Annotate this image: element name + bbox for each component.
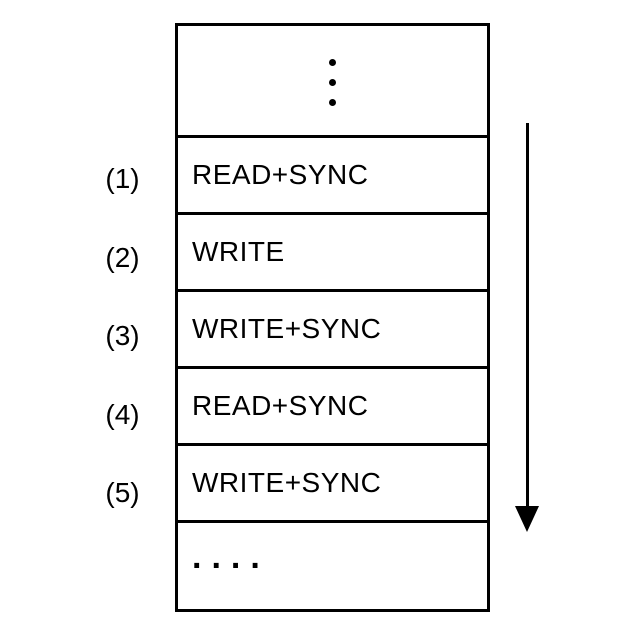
arrow-head (515, 506, 539, 532)
row-index-4: (4) (105, 399, 140, 430)
operation-label: WRITE+SYNC (192, 313, 382, 344)
row-index-5: (5) (105, 477, 140, 508)
stack-cell-continuation-bottom: .... (192, 538, 270, 576)
row-index-1: (1) (105, 163, 140, 194)
operation-row-4: READ+SYNC (178, 369, 487, 446)
operation-label: WRITE+SYNC (192, 467, 382, 498)
operation-label: WRITE (192, 236, 285, 267)
stack-cell-continuation-top (178, 26, 487, 138)
operation-stack: READ+SYNC WRITE WRITE+SYNC READ+SYNC WRI… (175, 23, 490, 612)
operation-label: READ+SYNC (192, 390, 369, 421)
arrow-shaft (526, 123, 529, 508)
operation-label: READ+SYNC (192, 159, 369, 190)
row-index-3: (3) (105, 320, 140, 351)
operation-row-5: WRITE+SYNC (178, 446, 487, 523)
ellipsis-dot (329, 99, 336, 106)
ellipsis-dot (329, 79, 336, 86)
operation-row-1: READ+SYNC (178, 138, 487, 215)
operation-row-3: WRITE+SYNC (178, 292, 487, 369)
down-arrow-icon (505, 123, 549, 533)
ellipsis-dot (329, 59, 336, 66)
vertical-ellipsis-icon (329, 59, 336, 106)
operation-row-2: WRITE (178, 215, 487, 292)
row-index-2: (2) (105, 242, 140, 273)
